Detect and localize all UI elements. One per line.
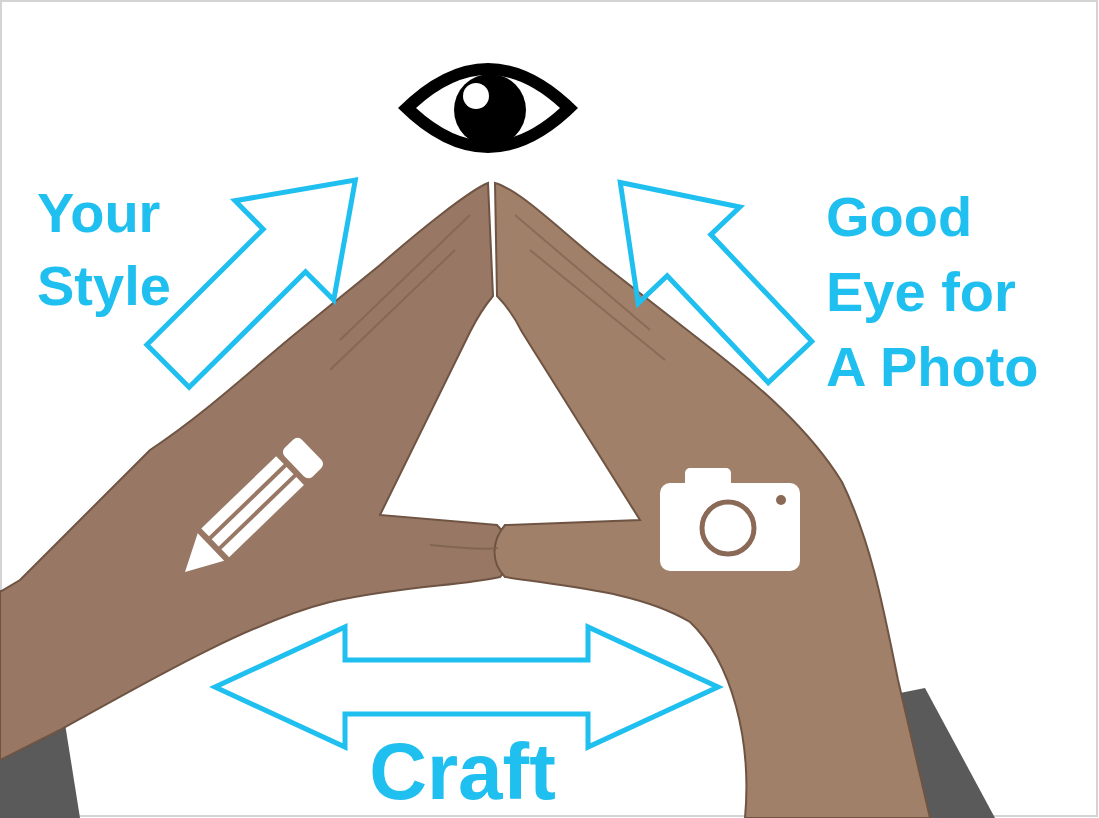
camera-icon bbox=[660, 468, 800, 571]
pencil-icon bbox=[171, 435, 325, 586]
label-text: Your Style bbox=[37, 176, 205, 322]
double-arrow bbox=[215, 627, 718, 747]
up-arrow bbox=[569, 134, 840, 410]
finger-lines bbox=[515, 215, 665, 360]
finger-lines bbox=[330, 215, 470, 370]
label-text: Good Eye for A Photo bbox=[826, 179, 1062, 404]
thumb-line bbox=[430, 545, 498, 549]
eye-icon bbox=[398, 63, 578, 153]
label-text: Craft bbox=[300, 732, 625, 812]
